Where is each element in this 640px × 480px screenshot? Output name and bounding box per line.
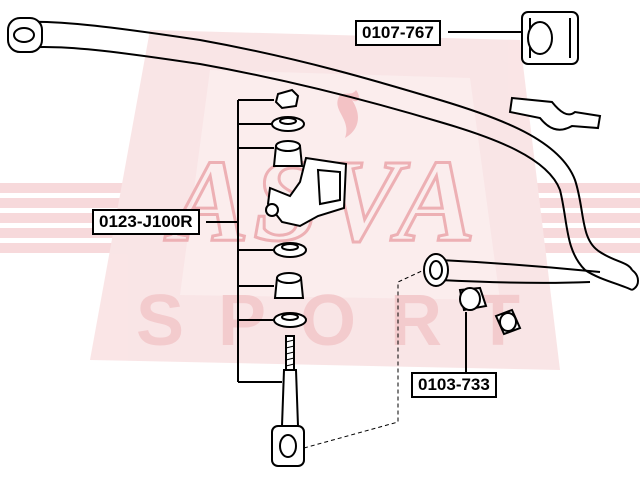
link-mount-bracket [265, 156, 348, 228]
link-kit-leader-lines [206, 99, 282, 383]
stabilizer-bar [7, 17, 639, 291]
flame-emblem [337, 90, 359, 138]
part-number-label-bush-set: 0103-733 [411, 372, 497, 398]
bushing-bracket [508, 96, 602, 131]
part-number-label-link-kit: 0123-J100R [92, 209, 200, 235]
link-kit-parts [271, 88, 307, 467]
bushing-0107-767 [521, 11, 579, 65]
nut [274, 88, 300, 110]
watermark-brand-bottom: SPORT [136, 281, 554, 361]
bush-set-0103-733 [423, 253, 522, 336]
link-rod [280, 369, 300, 427]
part-number-label-bushing: 0107-767 [355, 20, 441, 46]
